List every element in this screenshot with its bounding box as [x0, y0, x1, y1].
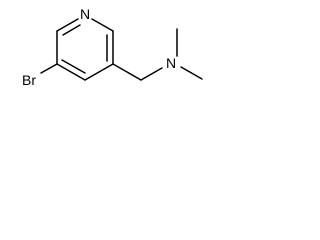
bond-c4-c5: [56, 63, 86, 81]
bond-c3-ch2: [112, 63, 142, 81]
pyridine-ring: [56, 18, 114, 81]
atom-label-amine-nitrogen: N: [166, 55, 176, 71]
bond-c4-c5-inner: [61, 59, 86, 74]
bond-ch2-n: [140, 67, 163, 81]
molecule-structure: N Br N: [22, 6, 203, 88]
bond-c6-n-inner: [62, 24, 81, 36]
bond-c6-n: [56, 18, 79, 32]
bond-n-methyl-right: [180, 66, 203, 80]
atom-label-bromine: Br: [22, 72, 36, 88]
bond-n-c2: [91, 18, 114, 32]
bond-c3-c4: [84, 63, 114, 81]
bond-c5-br: [40, 63, 58, 74]
atom-label-ring-nitrogen: N: [80, 6, 90, 22]
